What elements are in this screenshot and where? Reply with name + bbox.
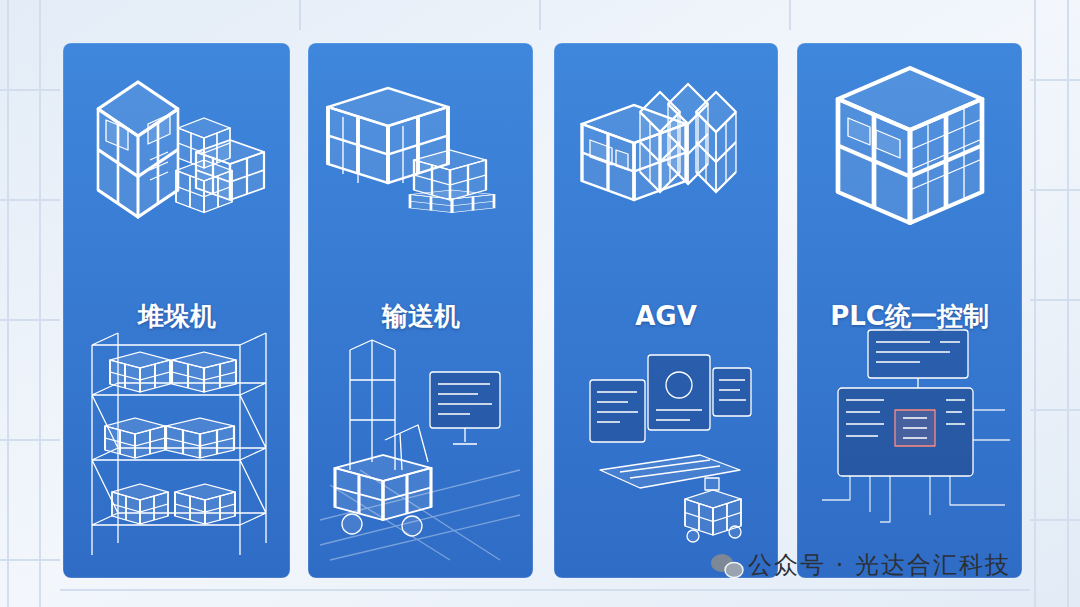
rack-illustration-part <box>110 352 170 392</box>
forklift-illustration-part <box>350 340 395 470</box>
watermark: 公众号 · 光达合汇科技 <box>748 551 1011 579</box>
control-illustration-part <box>917 378 918 388</box>
stacker-illustration-part <box>150 152 168 180</box>
panel-box: 输送机 <box>308 43 533 578</box>
stacker-illustration-part <box>106 120 128 150</box>
monitor-illustration-part <box>713 368 751 416</box>
stacker-illustration-part <box>176 160 232 213</box>
forklift-illustration-part <box>430 372 500 428</box>
agv-illustration <box>582 84 736 200</box>
panel-box: 堆垛机 <box>63 43 290 578</box>
control-illustration-part <box>868 330 968 378</box>
panel-box: PLC统一控制 <box>797 43 1022 578</box>
monitor-illustration-part <box>656 410 702 420</box>
agv-illustration-part <box>582 105 686 200</box>
control-illustration-part <box>838 388 973 476</box>
wechat-icon-part <box>725 563 743 578</box>
monitor-illustration-part <box>620 460 720 478</box>
panel-backgrounds-part <box>308 43 533 578</box>
panel-backgrounds-part <box>63 43 290 578</box>
forklift-illustration-part <box>342 514 362 534</box>
rack-illustration-part <box>112 484 168 524</box>
stacker-illustration <box>98 82 264 217</box>
panel-box: AGV <box>554 43 778 578</box>
warehouse-racks-part <box>0 0 60 607</box>
agv-illustration-part <box>696 92 736 192</box>
server-illustration <box>838 68 982 223</box>
rack-illustration-part <box>175 484 235 524</box>
monitor-illustration-part <box>705 478 719 490</box>
server-illustration-part <box>848 118 870 145</box>
warehouse-racks-part <box>60 0 1030 590</box>
rack-illustration-part <box>92 333 266 555</box>
panel-title: AGV <box>554 298 778 334</box>
forklift-illustration <box>320 340 520 560</box>
flow-arrow <box>266 422 310 429</box>
monitor-illustration-part <box>719 380 746 400</box>
monitor-illustration-part <box>648 355 710 430</box>
monitor-illustration-part <box>590 380 645 442</box>
warehouse-racks-part <box>1030 0 1080 607</box>
rack-illustration-part <box>166 418 234 458</box>
forklift-illustration-part <box>385 425 428 470</box>
server-illustration-part <box>838 68 982 223</box>
flow-arrow <box>509 422 556 429</box>
agv-illustration-part <box>616 150 628 170</box>
wechat-icon <box>711 554 743 578</box>
agv-illustration-part <box>590 140 612 165</box>
watermark-box: 公众号 · 光达合汇科技 <box>748 550 1011 580</box>
forklift-illustration-part <box>438 384 492 414</box>
monitor-illustration-part <box>597 392 638 422</box>
forklift-illustration-part <box>453 428 477 444</box>
panel-title: PLC统一控制 <box>797 298 1022 334</box>
stacker-illustration-part <box>98 82 178 217</box>
monitor-illustration <box>590 355 751 542</box>
stacker-illustration-part <box>148 114 170 144</box>
rack-illustration-part <box>105 418 165 458</box>
panel-title: 输送机 <box>308 298 533 334</box>
control-illustration-part <box>846 400 965 438</box>
forklift-illustration-part <box>402 516 422 536</box>
rack-illustration-part <box>172 352 236 392</box>
monitor-illustration-part <box>687 530 699 542</box>
flow-arrow <box>754 422 799 429</box>
control-illustration-part <box>876 342 960 362</box>
pallet-illustration-part <box>414 150 486 200</box>
server-illustration-part <box>910 109 982 214</box>
pallet-illustration <box>328 88 494 213</box>
panel-backgrounds-part <box>797 43 1022 578</box>
control-illustration-part <box>822 410 1010 522</box>
monitor-illustration-part <box>729 526 741 538</box>
panel-backgrounds-part <box>554 43 778 578</box>
pallet-illustration-part <box>343 117 418 183</box>
control-illustration <box>822 330 1010 522</box>
server-illustration-part <box>876 130 900 158</box>
forklift-illustration-part <box>335 455 431 520</box>
rack-illustration <box>92 333 266 555</box>
monitor-illustration-part <box>666 372 692 398</box>
panel-backgrounds <box>63 43 1022 578</box>
panel-title: 堆垛机 <box>63 298 290 334</box>
